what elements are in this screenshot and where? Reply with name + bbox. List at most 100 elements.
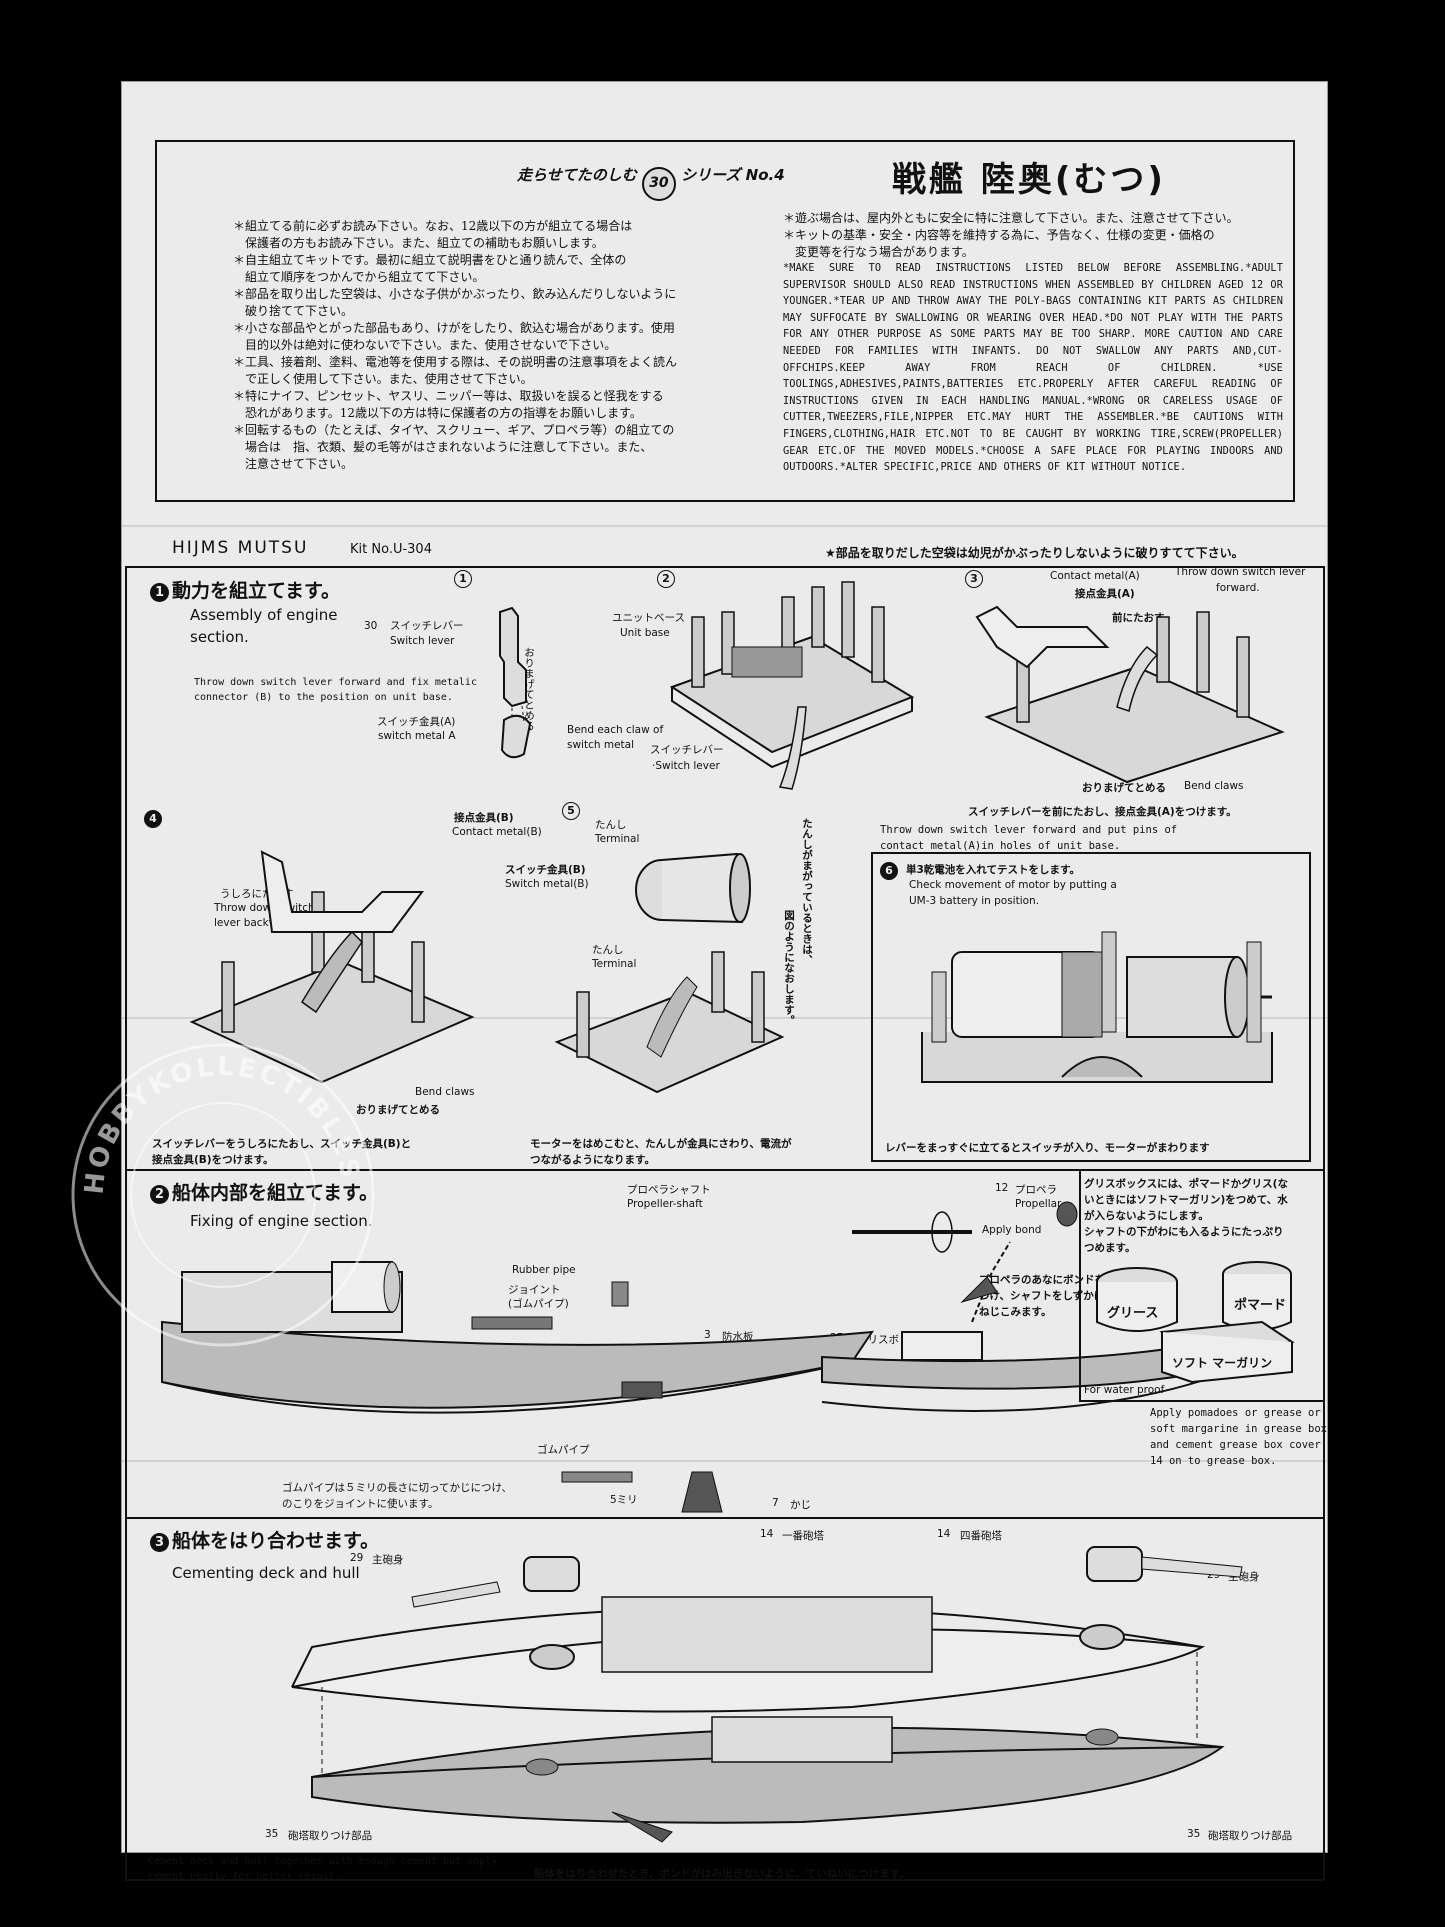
- terminal-jp: たんし: [595, 819, 627, 831]
- cement-note-2: cement neatly for better result.: [148, 1871, 341, 1882]
- hull-interior-drawing: [161, 1261, 874, 1513]
- note-line: で正しく使用して下さい。また、使用させて下さい。: [233, 372, 533, 386]
- step3-title-text: 船体をはり合わせます。: [172, 1530, 380, 1552]
- step3-subtitle: Cementing deck and hull: [172, 1564, 360, 1582]
- apply-grease-2: soft margarine in grease box: [1150, 1423, 1328, 1435]
- fold-line: [122, 525, 1327, 527]
- gun-number-left: 29: [350, 1552, 364, 1564]
- bond-note-3: ねじこみます。: [979, 1306, 1052, 1318]
- waterproof-label: For water proof: [1084, 1384, 1165, 1396]
- battery-test-jp: 単3乾電池を入れてテストをします。: [906, 864, 1080, 876]
- battery-test-en-2: UM-3 battery in position.: [909, 895, 1040, 907]
- grease-cans-drawing: [1096, 1261, 1295, 1384]
- shaft-label-en: Propeller-shaft: [627, 1198, 703, 1210]
- series-line: 走らせてたのしむ 30 シリーズ No.4: [517, 164, 785, 201]
- switch-lever-drawing: [499, 606, 532, 759]
- throw-forward-1: Throw down switch lever: [1175, 566, 1306, 578]
- contact-b-label-jp: 接点金具(B): [454, 812, 514, 824]
- rudder-label: かじ: [790, 1499, 811, 1511]
- bend-claw-label-2: switch metal: [567, 739, 635, 751]
- battery-motor-drawing: [921, 931, 1273, 1083]
- substep-3-caption-en-2: contact metal(A)in holes of unit base.: [880, 840, 1121, 852]
- contact-a-label-jp: 接点金具(A): [1075, 588, 1135, 600]
- substep-1-badge: 1: [454, 570, 472, 588]
- mount-label-right: 砲塔取りつけ部品: [1208, 1830, 1293, 1842]
- lever-label-jp: スイッチレバー: [650, 744, 724, 756]
- terminal2-jp: たんし: [592, 944, 624, 956]
- switch-b-label-jp: スイッチ金具(B): [505, 864, 586, 876]
- note-line: 組立て順序をつかんでから組立てて下さい。: [233, 270, 485, 284]
- can-grease: グリース: [1107, 1306, 1159, 1321]
- shaft-label-jp: プロペラシャフト: [627, 1184, 711, 1196]
- turret1-label: 一番砲塔: [782, 1530, 824, 1542]
- step2-title-text: 船体内部を組立てます。: [172, 1182, 379, 1204]
- terminal-note-2: 図のようになおします。: [783, 910, 795, 1026]
- apply-grease-1: Apply pomadoes or grease or: [1150, 1407, 1321, 1419]
- substep-3-caption-en-1: Throw down switch lever forward and put …: [880, 824, 1178, 836]
- step2-caption-2: のこりをジョイントに使います。: [282, 1498, 439, 1510]
- substep-2-badge: 2: [657, 570, 675, 588]
- note-line: 注意させて下さい。: [233, 457, 354, 471]
- grease-box-note: [1079, 1170, 1324, 1402]
- bond-note-1: プロペラのあなにボンドを: [979, 1274, 1105, 1286]
- contact-a-label-en: Contact metal(A): [1050, 570, 1140, 582]
- step1-subtitle-1: Assembly of engine: [190, 606, 338, 624]
- turret4-number: 14: [937, 1528, 951, 1540]
- substep-4-caption-1: スイッチレバーをうしろにたおし、スイッチ金具(B)と: [152, 1138, 412, 1150]
- unit-base-drawing: [669, 581, 915, 790]
- can-margarine: ソフト マーガリン: [1172, 1356, 1273, 1370]
- switch-assembly-drawing: [189, 850, 475, 1084]
- deck-hull-drawing: [291, 1546, 1243, 1843]
- step2-subtitle: Fixing of engine section.: [190, 1212, 373, 1230]
- propeller-label-jp: プロペラ: [1015, 1184, 1057, 1196]
- grease-note-4: シャフトの下がわにも入るようにたっぷり: [1084, 1226, 1284, 1238]
- can-pomade: ポマード: [1234, 1298, 1287, 1313]
- bend-en: Bend claws: [1184, 780, 1244, 792]
- bond-note-2: つけ、シャフトをしずかに: [979, 1290, 1105, 1302]
- note-line: ＊部品を取り出した空袋は、小さな子供がかぶったり、飲み込んだりしないように: [233, 287, 677, 301]
- bend-claws-en: Bend claws: [415, 1086, 475, 1098]
- substep-6-caption: レバーをまっすぐに立てるとスイッチが入り、モーターがまわります: [885, 1142, 1210, 1154]
- series-number: シリーズ No.4: [681, 166, 785, 184]
- watermark-seal: HOBBYKOLLECTIBLES: [71, 1043, 375, 1347]
- bend-claws-jp: おりまげてとめる: [356, 1104, 440, 1116]
- grease-note-3: が入らないようにします。: [1084, 1210, 1209, 1222]
- note-line: ＊工具、接着剤、塗料、電池等を使用する際は、その説明書の注意事項をよく読ん: [233, 355, 678, 369]
- substep-5-badge: 5: [562, 802, 580, 820]
- joint-label-2: (ゴムパイプ): [508, 1298, 569, 1310]
- terminal2-en: Terminal: [592, 958, 637, 970]
- rudder-number: 7: [772, 1497, 779, 1509]
- part-number: 30: [364, 620, 378, 632]
- instruction-sheet: 走らせてたのしむ 30 シリーズ No.4 戦艦 陸奥(むつ) ＊組立てる前に必…: [122, 82, 1328, 1882]
- unit-base-label-jp: ユニットベース: [612, 612, 685, 624]
- bag-warning: ★部品を取りだした空袋は幼児がかぶったりしないように破りすてて下さい。: [825, 546, 1244, 560]
- grease-note-5: つめます。: [1084, 1242, 1136, 1254]
- page-title: 戦艦 陸奥(むつ): [892, 160, 1166, 200]
- turret1-number: 14: [760, 1528, 774, 1540]
- plate-number: 3: [704, 1329, 711, 1341]
- mount-number-right: 35: [1187, 1828, 1201, 1840]
- note-line: ＊遊ぶ場合は、屋内外ともに安全に特に注意して下さい。また、注意させて下さい。: [783, 211, 1239, 225]
- rubber-pipe-label: Rubber pipe: [512, 1264, 576, 1276]
- substep-5-caption-1: モーターをはめこむと、たんしが金具にさわり、電流が: [530, 1138, 792, 1150]
- substep-3-caption-jp: スイッチレバーを前にたおし、接点金具(A)をつけます。: [968, 806, 1237, 818]
- note-line: ＊特にナイフ、ピンセット、ヤスリ、ニッパー等は、取扱いを誤ると怪我をする: [233, 389, 664, 403]
- substep-3-badge: 3: [965, 570, 983, 588]
- assembly-frame: [125, 566, 1325, 1881]
- mount-label-left: 砲塔取りつけ部品: [288, 1830, 373, 1842]
- substep-5-caption-2: つながるようになります。: [530, 1154, 655, 1166]
- propeller-shaft-drawing: [821, 1201, 1264, 1412]
- note-line: ＊組立てる前に必ずお読み下さい。なお、12歳以下の方が組立てる場合は: [233, 219, 633, 233]
- apply-grease-3: and cement grease box cover: [1150, 1439, 1321, 1451]
- terminal-note-1: たんしがまがっているときは、: [801, 818, 813, 965]
- step3-number: 3: [150, 1533, 169, 1552]
- grease-note-2: いときにはソフトマーガリン)をつめて、水: [1084, 1194, 1288, 1206]
- kit-name: HIJMS MUTSU: [172, 538, 309, 558]
- svg-text:HOBBYKOLLECTIBLES: HOBBYKOLLECTIBLES: [79, 1052, 365, 1196]
- kit-number: Kit No.U-304: [350, 542, 432, 557]
- note-line: 恐れがあります。12歳以下の方は特に保護者の方の指導をお願いします。: [233, 406, 642, 420]
- note-line: 保護者の方もお読み下さい。また、組立ての補助もお願いします。: [233, 236, 604, 250]
- series-badge: 30: [641, 167, 676, 201]
- bend-jp-vertical: おりまげてとめる: [523, 647, 535, 731]
